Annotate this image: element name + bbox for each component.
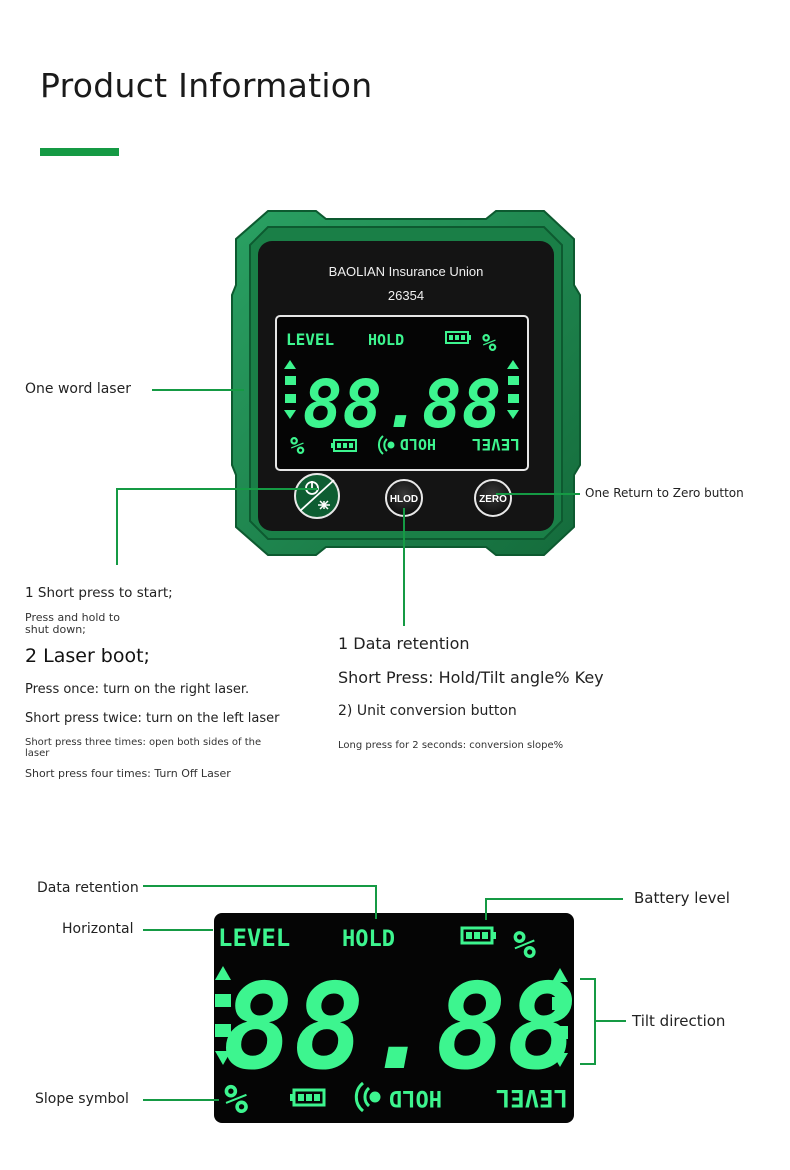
hold-desc-3: 2) Unit conversion button [338, 703, 517, 719]
power-laser-button[interactable] [294, 473, 340, 519]
diagram-hold-flipped: HOLD [389, 1085, 442, 1110]
diagram-level-flipped: LEVEL [496, 1084, 568, 1112]
diagram-digits: 88.88 [222, 958, 577, 1096]
horizontal-line [143, 929, 213, 931]
title-underline [40, 148, 119, 156]
lcd-diagram: LEVEL HOLD % 88.88 % HOLD LEVEL [214, 913, 578, 1123]
tilt-bracket-v [594, 978, 596, 1065]
slope-line [143, 1099, 219, 1101]
lcd-battery-icon [445, 331, 471, 344]
laser-icon [318, 500, 330, 510]
legend-tilt-direction: Tilt direction [632, 1012, 726, 1030]
lcd-tilt-right [507, 360, 519, 419]
diagram-level-label: LEVEL [218, 924, 290, 952]
power-desc-1: 1 Short press to start; [25, 585, 173, 601]
hold-leader-v [403, 508, 405, 626]
power-leader-v [116, 488, 118, 565]
battery-line-h [485, 898, 623, 900]
lcd-battery-icon-flipped [331, 439, 357, 452]
tilt-bracket-bottom [580, 1063, 596, 1065]
power-leader-h [116, 488, 318, 490]
zero-button-label: ZERO [479, 494, 507, 505]
hold-desc-4: Long press for 2 seconds: conversion slo… [338, 740, 564, 751]
diagram-tilt-left [215, 966, 231, 1065]
power-desc-three: Short press three times: open both sides… [25, 737, 262, 759]
power-desc-once: Press once: turn on the right laser. [25, 682, 250, 697]
hold-desc-1: 1 Data retention [338, 634, 470, 653]
power-desc-twice: Short press twice: turn on the left lase… [25, 711, 280, 726]
legend-battery-level: Battery level [634, 889, 730, 907]
lcd-digits: 88.88 [303, 366, 502, 443]
legend-slope-symbol: Slope symbol [35, 1091, 129, 1107]
device-illustration: BAOLIAN Insurance Union 26354 LEVEL HOLD… [231, 210, 581, 556]
power-desc-heading: 2 Laser boot; [25, 645, 150, 667]
diagram-percent-bottom: % [224, 1077, 248, 1123]
lcd-level-label: LEVEL [286, 330, 334, 349]
diagram-hold-label: HOLD [342, 927, 395, 952]
data-retention-line-v [375, 885, 377, 919]
tilt-line [596, 1020, 626, 1022]
battery-line-v [485, 898, 487, 920]
data-retention-line-h [143, 885, 377, 887]
lcd-level-flipped: LEVEL [472, 435, 520, 454]
device-lcd: LEVEL HOLD % 88.88 % [275, 315, 529, 471]
power-desc-2: Press and hold to shut down; [25, 611, 120, 636]
zero-leader-line [496, 493, 580, 495]
laser-callout: One word laser [25, 381, 131, 397]
lcd-hold-flipped: HOLD [400, 435, 436, 453]
diagram-signal-icon [354, 1081, 381, 1113]
lcd-hold-label: HOLD [368, 331, 404, 349]
device-brand: BAOLIAN Insurance Union [329, 264, 484, 279]
zero-button[interactable]: ZERO [474, 479, 512, 517]
laser-leader-line [152, 389, 244, 391]
lcd-signal-icon [377, 435, 395, 455]
power-desc-four: Short press four times: Turn Off Laser [25, 767, 231, 780]
diagram-battery-icon [460, 926, 496, 945]
legend-horizontal: Horizontal [62, 921, 134, 937]
lcd-percent-bottom: % [290, 432, 305, 460]
diagram-battery-icon-flipped [290, 1088, 326, 1107]
device-model: 26354 [388, 288, 424, 303]
hold-desc-2: Short Press: Hold/Tilt angle% Key [338, 668, 604, 687]
tilt-bracket-top [580, 978, 596, 980]
diagram-tilt-right [552, 968, 568, 1067]
lcd-percent-top: % [482, 329, 497, 357]
lcd-tilt-left [284, 360, 296, 419]
hold-button-label: HLOD [390, 494, 418, 505]
legend-data-retention: Data retention [37, 880, 139, 896]
diagram-percent-top: % [513, 923, 536, 967]
zero-callout: One Return to Zero button [585, 486, 744, 500]
page-title: Product Information [40, 66, 373, 105]
